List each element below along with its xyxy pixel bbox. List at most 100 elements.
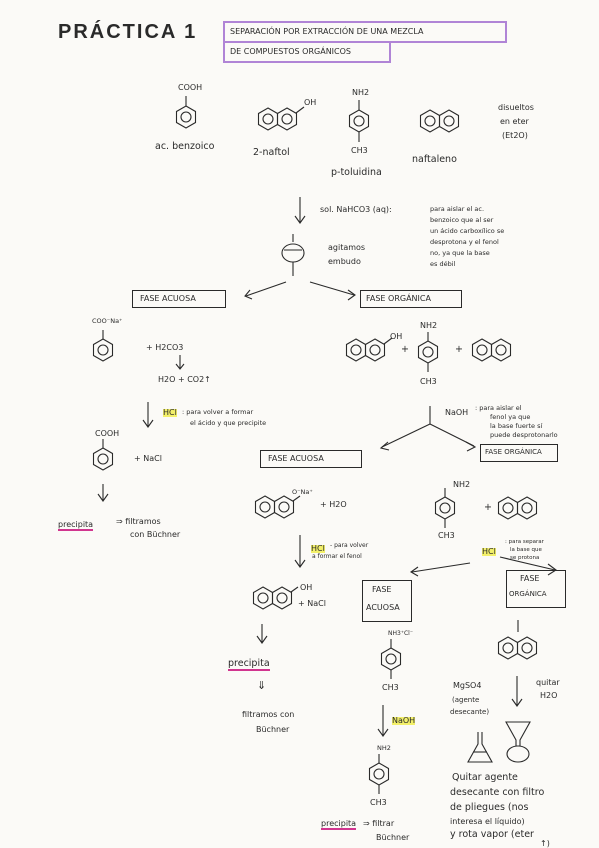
naoh-note-2: fenol ya que <box>490 413 531 421</box>
page-title: PRÁCTICA 1 <box>58 21 198 43</box>
toluidinium-label: NH3⁺Cl⁻ <box>388 630 414 637</box>
hcl-reagent-3: HCl <box>482 547 496 557</box>
aqueous-phase-2: FASE ACUOSA <box>268 454 324 463</box>
benzoate-label: COO⁻Na⁺ <box>92 317 123 325</box>
filter-label-2b: Büchner <box>256 725 290 734</box>
oh-label: OH <box>304 98 317 107</box>
nh2-label-3: NH2 <box>453 480 471 489</box>
step1-note-3: un ácido carboxílico se <box>430 227 505 235</box>
naphthalene-structure-2 <box>471 338 512 362</box>
naoh-note-1: : para aislar el <box>475 404 522 412</box>
aqueous-phase-3b: ACUOSA <box>366 603 400 612</box>
filter-label-1a: ⇒ filtramos <box>116 517 161 526</box>
hcl-note-3c: se protona <box>510 555 540 561</box>
precipitate-label-3: precipita <box>321 819 357 831</box>
dissolved-line-2: en eter <box>500 117 529 126</box>
filter-funnel-icon <box>505 721 531 763</box>
arrow-split-1 <box>244 281 356 301</box>
naphthol-label: 2-naftol <box>253 147 290 158</box>
arrow-down-quit <box>511 676 523 707</box>
nacl-label-1: + NaCl <box>134 454 162 463</box>
hcl-note-2a: - para volver <box>330 542 369 549</box>
aqueous-phase-box-1 <box>132 290 226 308</box>
oh-label-3: OH <box>300 583 313 592</box>
remove-water-1: quitar <box>536 678 560 687</box>
step1-note-5: no, ya que la base <box>430 249 490 257</box>
organic-phase-2: FASE ORGÁNICA <box>485 448 542 456</box>
subtitle-line-1: SEPARACIÓN POR EXTRACCIÓN DE UNA MEZCLA <box>230 27 424 36</box>
arrow-small-1 <box>175 355 185 370</box>
double-arrow-down: ⇓ <box>257 679 267 692</box>
organic-phase-3b: ORGÁNICA <box>509 590 547 598</box>
hcl-note-1b: el ácido y que precipite <box>190 419 267 427</box>
benzoic-acid-label: ac. benzoico <box>155 141 215 152</box>
benzoic-acid-structure <box>175 96 197 129</box>
organic-phase-3a: FASE <box>520 574 540 583</box>
naphthalene-label: naftaleno <box>412 154 457 165</box>
naphthalene-structure <box>419 109 460 133</box>
step1-note-6: es débil <box>430 260 456 268</box>
filter-label-1b: con Büchner <box>130 530 181 539</box>
naphthol-structure-2 <box>345 337 393 362</box>
toluidine-structure-4 <box>368 754 390 794</box>
final-note-1: Quitar agente <box>452 772 518 783</box>
plus-3: + <box>484 502 492 513</box>
subtitle-line-2: DE COMPUESTOS ORGÁNICOS <box>230 47 351 56</box>
mgso4-label: MgSO4 <box>453 681 482 690</box>
naphthol-structure-3 <box>252 586 299 610</box>
ch3-label-5: CH3 <box>370 798 387 807</box>
cooh-label-2: COOH <box>95 429 120 438</box>
hcl-note-2b: a formar el fenol <box>312 553 362 560</box>
dissolved-line-1: disueltos <box>498 103 534 112</box>
naoh-note-3: la base fuerte sí <box>490 422 543 430</box>
nh2-label-2: NH2 <box>420 321 438 330</box>
nacl-label-2: + NaCl <box>298 599 326 608</box>
final-note-2: desecante con filtro <box>450 787 545 798</box>
decomposition-label: H2O + CO2↑ <box>158 375 211 384</box>
arrow-down-1 <box>294 197 306 224</box>
toluidine-structure <box>348 100 370 142</box>
naoh-reagent-2: NaOH <box>392 716 416 726</box>
naphtholate-label: O⁻Na⁺ <box>292 488 313 496</box>
naphthalene-structure-3 <box>497 496 538 520</box>
ch3-label: CH3 <box>351 146 368 155</box>
toluidinium-structure <box>380 639 402 679</box>
h2o-label: + H2O <box>320 500 347 509</box>
agitate-line-1: agitamos <box>328 243 366 252</box>
dissolved-line-3: (Et2O) <box>502 131 528 140</box>
flask-icon <box>467 732 493 763</box>
arrow-split-2 <box>379 406 477 452</box>
final-note-6: ↑) <box>540 839 550 848</box>
separatory-funnel-icon <box>281 234 305 276</box>
precipitate-label-2: precipita <box>228 658 270 671</box>
arrow-down-hcl-2 <box>294 535 306 568</box>
nh2-label-4: NH2 <box>377 744 391 752</box>
benzoic-acid-structure-2 <box>92 439 114 471</box>
arrow-down-3 <box>256 624 268 644</box>
subtitle-highlight-box-2 <box>223 41 391 63</box>
arrow-down-precip <box>97 484 109 502</box>
step1-note-1: para aislar el ac. <box>430 205 485 213</box>
naoh-note-4: puede desprotonarlo <box>490 431 558 439</box>
plus-2: + <box>455 344 463 355</box>
plus-1: + <box>401 344 409 355</box>
aqueous-phase-1: FASE ACUOSA <box>140 294 196 303</box>
hcl-reagent-2: HCl <box>311 544 325 554</box>
step1-note-2: benzoico que al ser <box>430 216 494 224</box>
toluidine-structure-2 <box>417 332 439 372</box>
h2co3-label: + H2CO3 <box>146 343 184 352</box>
hcl-note-1a: : para volver a formar <box>182 408 254 416</box>
arrow-down-naoh <box>377 705 389 737</box>
aqueous-phase-3a: FASE <box>372 585 392 594</box>
mgso4-note-1: (agente <box>452 696 480 704</box>
precipitate-label-1: precipita <box>58 520 94 532</box>
naphtholate-structure <box>254 495 301 519</box>
ch3-label-3: CH3 <box>438 531 455 540</box>
ch3-label-4: CH3 <box>382 683 399 692</box>
nh2-label: NH2 <box>352 88 370 97</box>
filter-label-2a: filtramos con <box>242 710 295 719</box>
final-note-5: y rota vapor (eter <box>450 829 534 840</box>
naoh-reagent: NaOH <box>445 408 469 417</box>
mgso4-note-2: desecante) <box>450 708 490 716</box>
arrow-down-hcl <box>142 402 154 428</box>
